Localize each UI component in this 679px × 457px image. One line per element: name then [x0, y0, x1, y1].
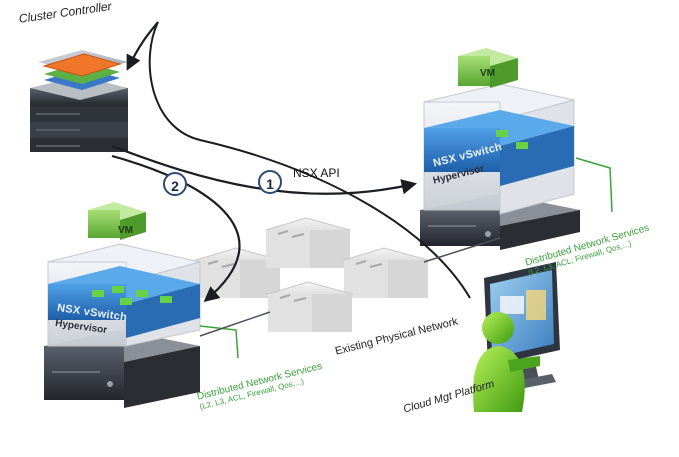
existing-physical-network [194, 217, 430, 332]
host-right [420, 48, 580, 250]
service-leaders [199, 157, 613, 359]
network-switch [264, 217, 352, 268]
host-left [44, 202, 201, 408]
nsx-api-label: NSX API [293, 166, 340, 180]
right-vm-label: VM [480, 68, 495, 79]
step-2-badge: 2 [163, 172, 187, 196]
controller-to-left-host-arrow [111, 154, 241, 302]
step-1-badge: 1 [258, 170, 282, 194]
controller-to-right-host-arrow [111, 144, 418, 195]
api-to-controller-arrowhead [126, 21, 159, 71]
connectors [111, 21, 471, 302]
cluster-controller-server [30, 50, 128, 152]
network-switch [266, 281, 354, 332]
network-links [199, 237, 501, 337]
cloud-management-platform [473, 262, 560, 412]
nsx-api-arrow [148, 21, 471, 299]
left-vm-label: VM [118, 225, 133, 236]
network-switch [342, 247, 430, 298]
